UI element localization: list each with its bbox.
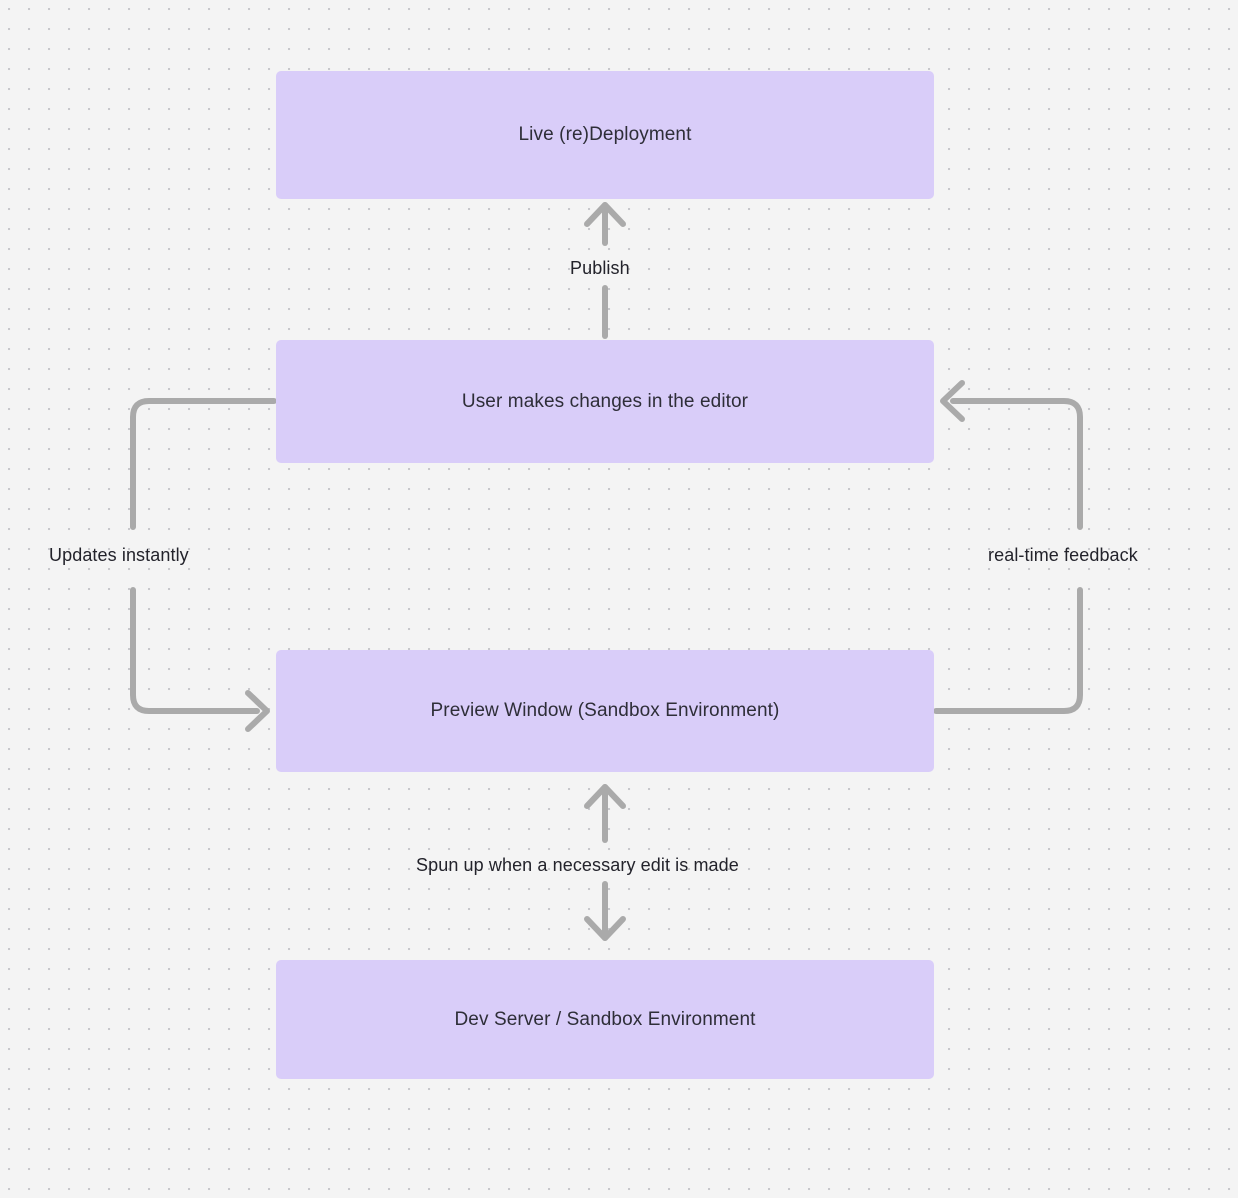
node-user-edits[interactable]: User makes changes in the editor: [276, 340, 934, 463]
edge-real-time-feedback-path-lower: [933, 587, 1083, 714]
node-preview-window-label: Preview Window (Sandbox Environment): [430, 700, 780, 721]
edge-real-time-feedback-arrowhead: [940, 380, 965, 422]
edge-label-publish: Publish: [570, 258, 630, 278]
edge-updates-instantly-arrowhead: [245, 690, 270, 732]
node-dev-server[interactable]: Dev Server / Sandbox Environment: [276, 960, 934, 1079]
edge-label-spun-up: Spun up when a necessary edit is made: [416, 855, 739, 875]
edge-label-real-time-feedback: real-time feedback: [988, 545, 1138, 565]
node-live-deployment[interactable]: Live (re)Deployment: [276, 71, 934, 199]
node-preview-window[interactable]: Preview Window (Sandbox Environment): [276, 650, 934, 772]
node-dev-server-label: Dev Server / Sandbox Environment: [454, 1008, 756, 1030]
edge-updates-instantly-path-upper: [130, 398, 277, 530]
edge-spun-up-arrowhead-down: [584, 916, 626, 941]
edge-publish-arrowhead: [584, 202, 626, 227]
edge-real-time-feedback-path-upper: [950, 398, 1083, 530]
edge-label-updates-instantly: Updates instantly: [49, 545, 189, 565]
edge-updates-instantly-path-lower: [130, 587, 260, 714]
node-live-deployment-label: Live (re)Deployment: [518, 124, 692, 145]
edge-spun-up-arrowhead-up: [584, 784, 626, 809]
node-user-edits-label: User makes changes in the editor: [461, 390, 749, 412]
